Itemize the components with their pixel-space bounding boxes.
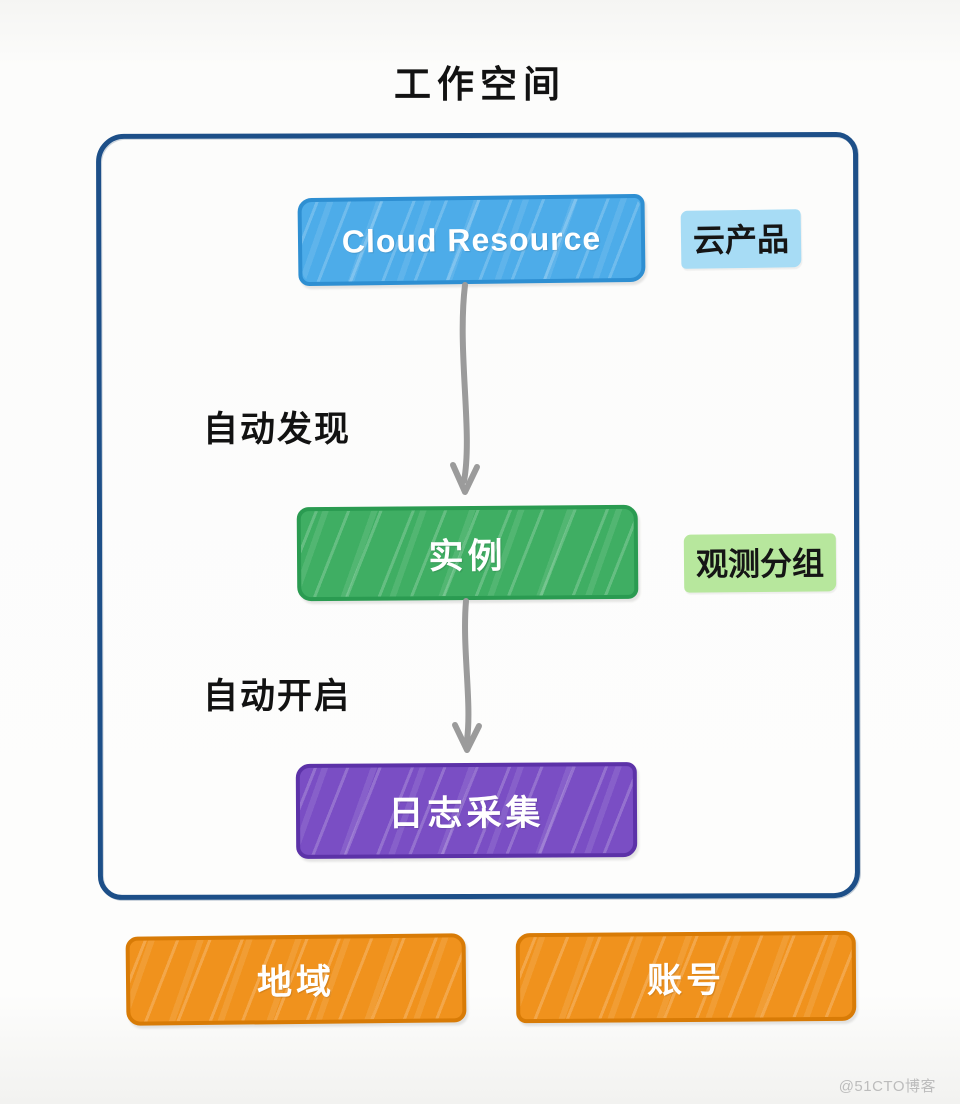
node-log-collection: 日志采集 — [295, 762, 638, 859]
node-instance-label: 实例 — [428, 536, 507, 576]
arrow-head — [452, 722, 482, 753]
edge-label-auto-enable: 自动开启 — [203, 677, 352, 716]
arrow-down-icon — [452, 598, 482, 753]
node-region-label: 地域 — [256, 962, 336, 1003]
arrow-shaft — [459, 282, 470, 484]
arrow-shaft — [462, 598, 472, 743]
edge-label-auto-discover: 自动发现 — [203, 410, 352, 449]
annotation-observe-group-label: 观测分组 — [695, 545, 825, 583]
node-cloud-resource: Cloud Resource — [297, 193, 646, 287]
node-account: 账号 — [515, 930, 857, 1024]
node-instance: 实例 — [296, 504, 639, 602]
node-log-collection-label: 日志采集 — [388, 793, 545, 834]
page-title: 工作空间 — [394, 64, 566, 105]
watermark: @51CTO博客 — [838, 1078, 936, 1095]
annotation-observe-group: 观测分组 — [683, 533, 837, 593]
annotation-cloud-product-label: 云产品 — [692, 221, 790, 259]
arrow-head — [450, 462, 480, 495]
arrow-down-icon — [450, 282, 480, 495]
annotation-cloud-product: 云产品 — [680, 209, 802, 269]
node-cloud-resource-label: Cloud Resource — [341, 219, 602, 260]
node-region: 地域 — [125, 933, 467, 1026]
node-account-label: 账号 — [646, 960, 726, 1000]
